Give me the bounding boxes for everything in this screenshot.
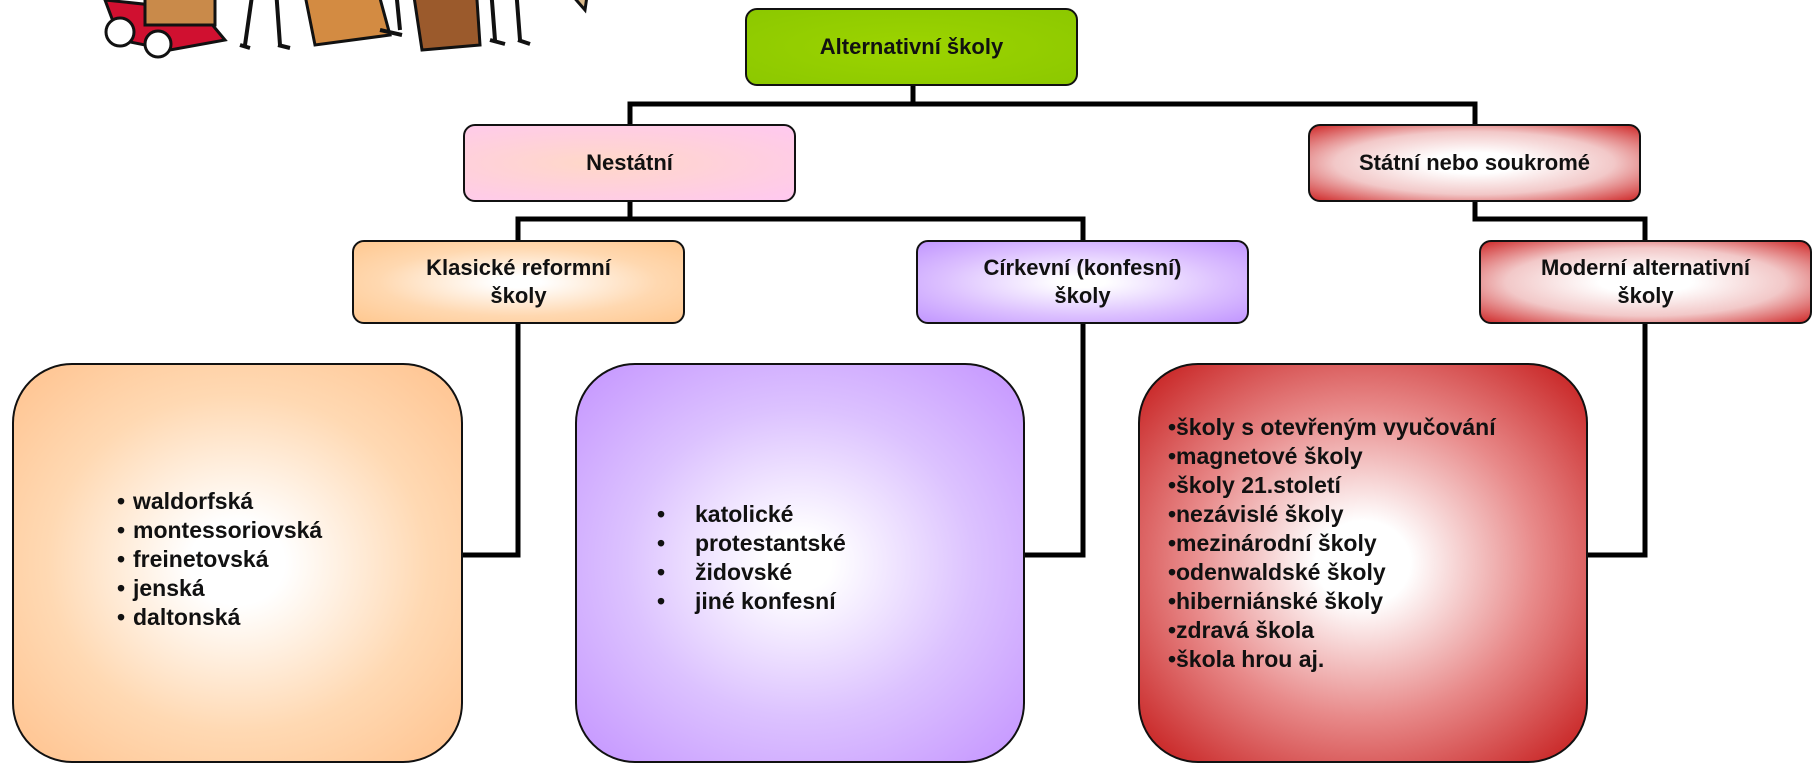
bullet-icon: • (1168, 443, 1177, 469)
node-cirkevni: Církevní (konfesní) školy (916, 240, 1249, 324)
list-item-label: montessoriovská (133, 517, 323, 543)
node-root-label: Alternativní školy (819, 34, 1004, 59)
list-item-label: školy s otevřeným vyučování (1176, 414, 1496, 440)
list-modern: •školy s otevřeným vyučování•magnetové š… (1168, 413, 1496, 674)
list-church: • katolické • protestantské • židovské • jiné k… (657, 500, 846, 616)
list-item-label: katolické (695, 501, 794, 527)
list-item-label: školy 21.století (1176, 472, 1341, 498)
list-item: •odenwaldské školy (1168, 558, 1496, 587)
list-item-label: odenwaldské školy (1176, 559, 1386, 585)
list-item: •školy 21.století (1168, 471, 1496, 500)
list-item: •magnetové školy (1168, 442, 1496, 471)
bullet-icon: • (1168, 646, 1177, 672)
list-item: •školy s otevřeným vyučování (1168, 413, 1496, 442)
node-klasicke-label: Klasické reformní školy (426, 255, 611, 308)
bullet-icon: • (657, 559, 666, 585)
list-item: • waldorfská (117, 487, 322, 516)
luggage-cartoon-icon (103, 0, 588, 59)
list-item: • daltonská (117, 603, 322, 632)
list-item-label: hiberniánské školy (1176, 588, 1384, 614)
list-item-label: daltonská (133, 604, 241, 630)
bullet-icon: • (657, 588, 666, 614)
node-nestatni-label: Nestátní (586, 150, 673, 175)
list-item-label: magnetové školy (1176, 443, 1363, 469)
connector-church (1022, 321, 1086, 558)
list-item: •hiberniánské školy (1168, 587, 1496, 616)
node-statni: Státní nebo soukromé (1308, 124, 1641, 202)
list-box-church: • katolické • protestantské • židovské • jiné k… (575, 363, 1025, 763)
node-nestatni: Nestátní (463, 124, 796, 202)
list-item: • katolické (657, 500, 846, 529)
bullet-icon: • (657, 501, 666, 527)
bullet-icon: • (117, 575, 126, 601)
node-moderni: Moderní alternativní školy (1479, 240, 1812, 324)
list-item: • židovské (657, 558, 846, 587)
list-item-label: škola hrou aj. (1176, 646, 1325, 672)
node-moderni-label: Moderní alternativní školy (1540, 255, 1751, 308)
list-item: •mezinárodní školy (1168, 529, 1496, 558)
list-item-label: protestantské (695, 530, 846, 556)
bullet-icon: • (1168, 530, 1177, 556)
list-item: • freinetovská (117, 545, 322, 574)
connector-statni (1472, 197, 1648, 243)
list-item-label: židovské (695, 559, 793, 585)
list-item-label: mezinárodní školy (1176, 530, 1377, 556)
list-item: • protestantské (657, 529, 846, 558)
bullet-icon: • (1168, 501, 1177, 527)
bullet-icon: • (1168, 588, 1177, 614)
bullet-icon: • (657, 530, 666, 556)
org-chart: Alternativní školy Nestátní Státní nebo … (12, 0, 1812, 763)
list-item: •zdravá škola (1168, 616, 1496, 645)
list-item-label: nezávislé školy (1176, 501, 1344, 527)
list-item: • jiné konfesní (657, 587, 846, 616)
list-item-label: zdravá škola (1176, 617, 1315, 643)
bullet-icon: • (1168, 472, 1177, 498)
connector-nestatni (515, 197, 1086, 243)
list-item: •škola hrou aj. (1168, 645, 1496, 674)
bullet-icon: • (1168, 617, 1177, 643)
connector-lines (460, 83, 1648, 558)
list-item: • montessoriovská (117, 516, 322, 545)
connector-modern (1585, 321, 1648, 558)
node-klasicke: Klasické reformní školy (352, 240, 685, 324)
list-item: • jenská (117, 574, 322, 603)
node-cirkevni-label: Církevní (konfesní) školy (983, 255, 1182, 308)
list-item: •nezávislé školy (1168, 500, 1496, 529)
list-box-modern: •školy s otevřeným vyučování•magnetové š… (1138, 363, 1588, 763)
connector-root (627, 83, 1478, 127)
bullet-icon: • (1168, 414, 1177, 440)
bullet-icon: • (117, 604, 126, 630)
bullet-icon: • (1168, 559, 1177, 585)
list-item-label: waldorfská (133, 488, 254, 514)
node-statni-label: Státní nebo soukromé (1358, 150, 1591, 175)
list-item-label: jiné konfesní (695, 588, 836, 614)
list-classic: • waldorfská • montessoriovská • freinetovská… (117, 487, 322, 632)
node-root: Alternativní školy (745, 8, 1078, 86)
bullet-icon: • (117, 488, 126, 514)
bullet-icon: • (117, 546, 126, 572)
connector-classic (460, 321, 521, 558)
list-item-label: jenská (133, 575, 205, 601)
bullet-icon: • (117, 517, 126, 543)
list-box-classic: • waldorfská • montessoriovská • freinetovská… (12, 363, 463, 763)
list-item-label: freinetovská (133, 546, 269, 572)
